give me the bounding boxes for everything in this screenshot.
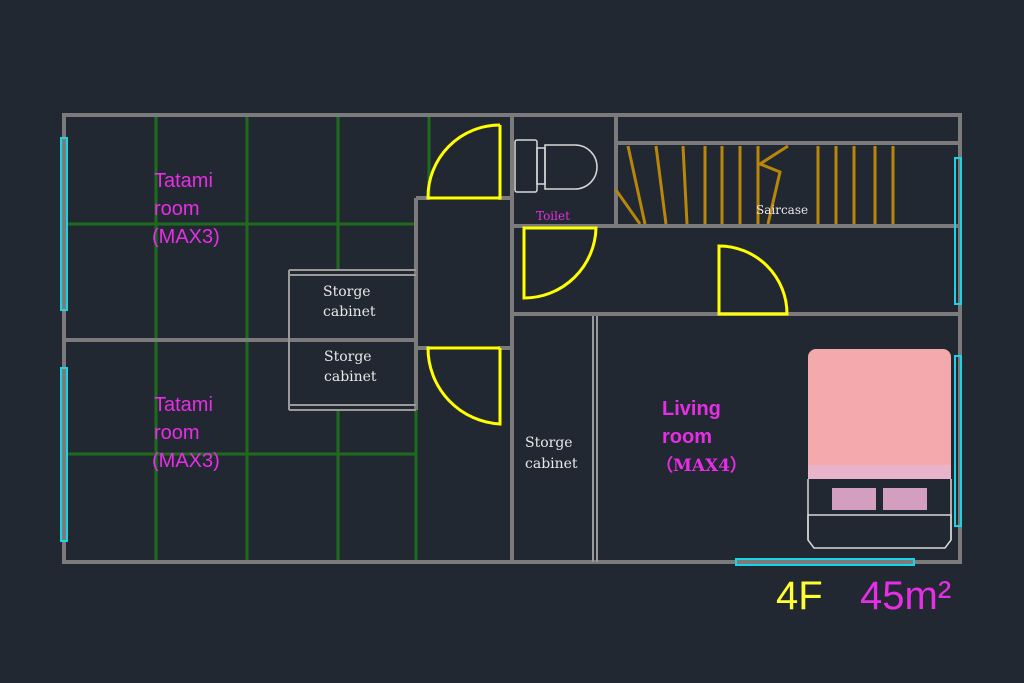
door-tatami-bottom xyxy=(426,346,502,426)
living-room-label: Living room （MAX4） xyxy=(656,398,747,476)
windows xyxy=(60,137,962,566)
storage-cabinet-hall-label: Storge cabinet xyxy=(525,435,578,472)
tatami-room-bottom-label: Tatami room (MAX3) xyxy=(152,394,220,472)
doors xyxy=(426,123,789,426)
toilet-icon xyxy=(514,139,598,193)
storage-cabinet-outlines xyxy=(288,269,598,562)
staircase-icon xyxy=(614,144,895,225)
storage-cabinet-top-label: Storge cabinet xyxy=(323,284,376,320)
tatami-grid xyxy=(66,117,431,562)
toilet-label: Toilet xyxy=(536,209,570,223)
door-tatami-top xyxy=(426,123,502,200)
walls xyxy=(62,113,962,564)
door-toilet xyxy=(522,226,598,300)
area-label: 45m² xyxy=(860,574,951,618)
door-living xyxy=(717,244,789,316)
storage-cabinet-middle-label: Storge cabinet xyxy=(324,349,377,385)
tatami-room-top-label: Tatami room (MAX3) xyxy=(152,170,220,248)
staircase-label: Saircase xyxy=(756,203,808,217)
floor-label: 4F xyxy=(776,574,823,618)
bed-icon xyxy=(807,349,952,549)
